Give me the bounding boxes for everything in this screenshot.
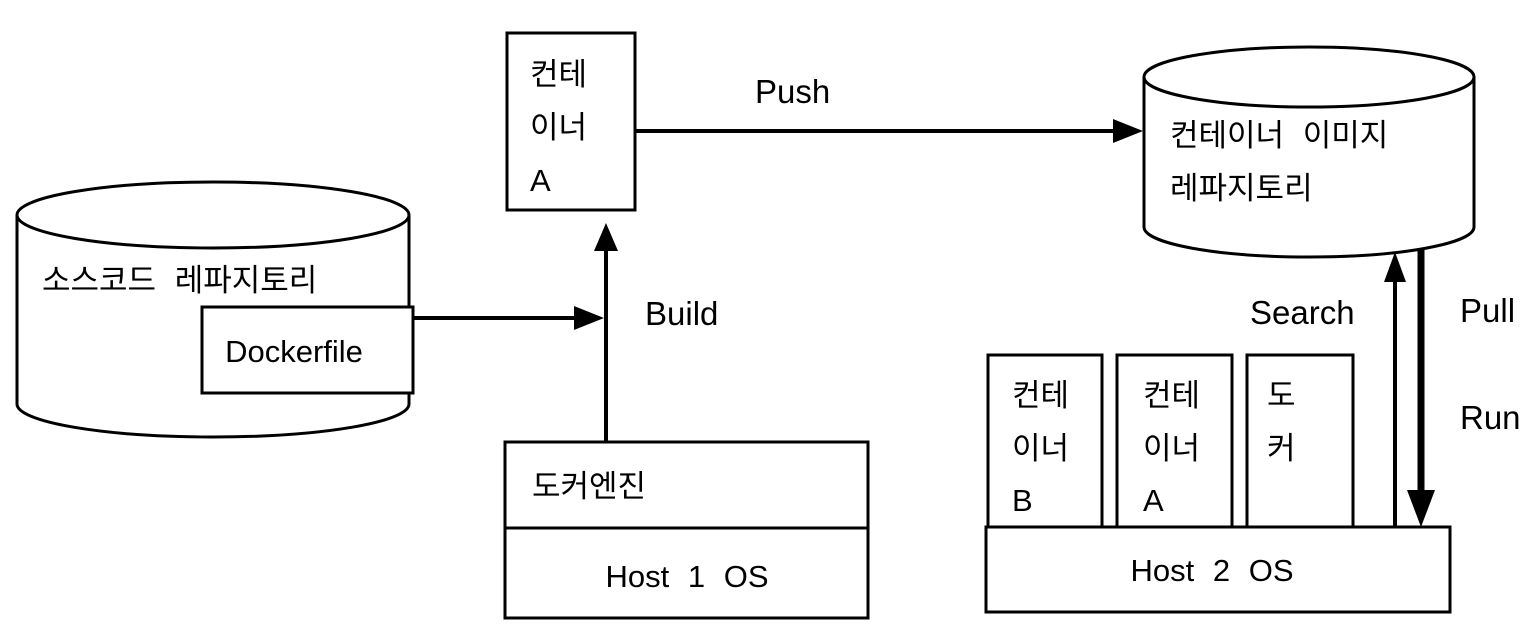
container-a2-line2: 이너 bbox=[1143, 431, 1200, 466]
image-repo-line2: 레파지토리 bbox=[1170, 171, 1313, 206]
build-arrow bbox=[594, 223, 618, 442]
container-a2-line3: A bbox=[1143, 483, 1164, 518]
container-a-box: 컨테 이너 A bbox=[505, 31, 637, 212]
container-a2-line1: 컨테 bbox=[1143, 378, 1200, 413]
image-repo-cylinder-top bbox=[1142, 45, 1476, 109]
push-arrow-head bbox=[1113, 119, 1143, 143]
dockerfile-rect bbox=[200, 305, 415, 395]
docker-line2: 커 bbox=[1267, 431, 1296, 466]
run-label: Run bbox=[1460, 399, 1521, 436]
search-arrow-head bbox=[1384, 252, 1406, 282]
container-a2-box: 컨테 이너 A bbox=[1115, 353, 1234, 529]
container-a-line3: A bbox=[530, 163, 551, 198]
docker-box: 도 커 bbox=[1245, 353, 1355, 529]
container-b2-line2: 이너 bbox=[1012, 431, 1069, 466]
container-a-rect bbox=[505, 31, 637, 212]
pull-label: Pull bbox=[1460, 292, 1515, 329]
build-label: Build bbox=[645, 295, 718, 332]
docker-line1: 도 bbox=[1267, 378, 1296, 413]
container-b2-line3: B bbox=[1012, 483, 1033, 518]
source-repo-label: 소스코드 레파지토리 bbox=[42, 263, 317, 298]
host2-stack: Host 2 OS 컨테 이너 B 컨테 이너 A 도 커 bbox=[984, 353, 1452, 614]
host1-stack: 도커엔진 Host 1 OS bbox=[503, 440, 870, 620]
dockerfile-arrow-head bbox=[574, 306, 604, 330]
dockerfile-label: Dockerfile bbox=[225, 334, 363, 369]
container-a-line1: 컨테 bbox=[530, 57, 587, 92]
pull-run-arrow bbox=[1407, 250, 1435, 527]
push-arrow bbox=[635, 119, 1143, 143]
image-repo-cylinder-body bbox=[1142, 77, 1476, 259]
dockerfile-box: Dockerfile bbox=[200, 305, 415, 395]
container-b2-line1: 컨테 bbox=[1012, 378, 1069, 413]
search-label: Search bbox=[1250, 294, 1355, 331]
container-b2-box: 컨테 이너 B bbox=[986, 353, 1104, 529]
dockerfile-to-build-arrow bbox=[413, 306, 604, 330]
build-arrow-head bbox=[594, 223, 618, 251]
docker-engine-label: 도커엔진 bbox=[532, 469, 646, 504]
container-image-repository-cylinder: 컨테이너 이미지 레파지토리 bbox=[1142, 45, 1476, 259]
docker-rect bbox=[1245, 353, 1355, 529]
host2-os-rect bbox=[984, 525, 1452, 614]
host1-os-label: Host 1 OS bbox=[606, 559, 769, 594]
container-b2-rect bbox=[986, 353, 1104, 529]
pull-arrow-head bbox=[1407, 490, 1435, 527]
container-a-line2: 이너 bbox=[530, 110, 587, 145]
container-a2-rect bbox=[1115, 353, 1234, 529]
host2-os-label: Host 2 OS bbox=[1131, 553, 1294, 588]
search-arrow bbox=[1384, 252, 1406, 527]
source-repo-cylinder-top bbox=[15, 180, 411, 250]
host1-outer-rect bbox=[503, 440, 870, 620]
push-label: Push bbox=[755, 73, 830, 110]
image-repo-line1: 컨테이너 이미지 bbox=[1170, 118, 1388, 153]
